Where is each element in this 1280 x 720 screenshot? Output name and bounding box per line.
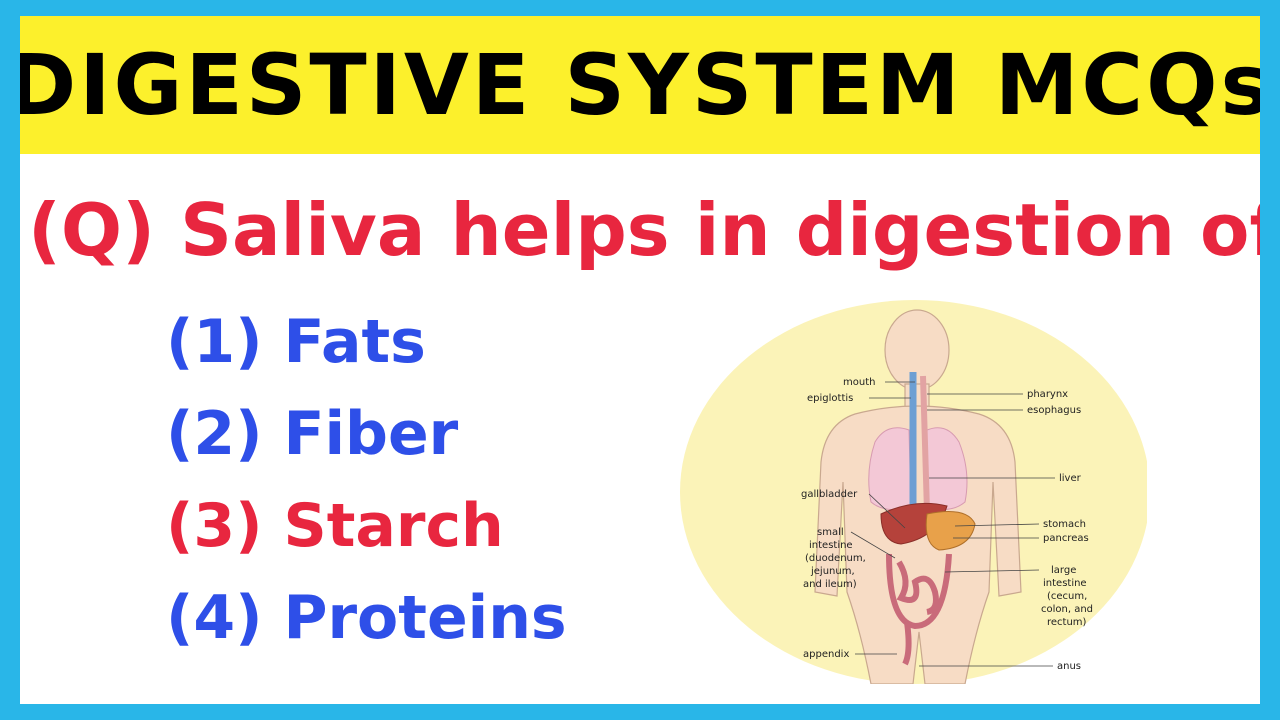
title-banner: DIGESTIVE SYSTEM MCQs [20, 16, 1260, 154]
digestive-system-illustration: mouth epiglottis gallbladder small intes… [680, 300, 1147, 684]
answer-options: (1) Fats (2) Fiber (3) Starch (4) Protei… [166, 304, 567, 672]
label-esophagus: esophagus [1027, 405, 1081, 416]
question-text: (Q) Saliva helps in digestion of? [28, 188, 1260, 272]
label-intestine-right: intestine [1043, 578, 1087, 589]
label-rectum: rectum) [1047, 617, 1087, 628]
body-silhouette [814, 309, 1022, 684]
label-cecum: (cecum, [1047, 591, 1087, 602]
label-stomach: stomach [1043, 519, 1086, 530]
intestines [886, 553, 952, 666]
option-2[interactable]: (2) Fiber [166, 399, 459, 469]
esophagus [920, 375, 930, 513]
stomach [925, 511, 976, 551]
label-appendix: appendix [803, 649, 849, 660]
thumbnail-frame: DIGESTIVE SYSTEM MCQs (Q) Saliva helps i… [20, 16, 1260, 704]
label-liver: liver [1059, 473, 1082, 484]
label-small: small [817, 527, 844, 538]
label-gallbladder: gallbladder [801, 489, 858, 500]
label-intestine-left: intestine [809, 540, 853, 551]
diagram-labels: mouth epiglottis gallbladder small intes… [801, 377, 1093, 672]
label-pharynx: pharynx [1027, 389, 1068, 400]
option-4[interactable]: (4) Proteins [166, 583, 567, 653]
lungs [868, 427, 968, 511]
label-large: large [1051, 565, 1076, 576]
label-anus: anus [1057, 661, 1081, 672]
digestive-system-diagram: mouth epiglottis gallbladder small intes… [675, 292, 1147, 684]
page-title: DIGESTIVE SYSTEM MCQs [20, 36, 1260, 134]
leader-lines [850, 381, 1055, 667]
label-ileum: and ileum) [803, 579, 857, 590]
label-epiglottis: epiglottis [807, 393, 853, 404]
label-colon: colon, and [1041, 604, 1093, 615]
label-pancreas: pancreas [1043, 533, 1089, 544]
label-jejunum: jejunum, [810, 566, 855, 577]
option-3-correct[interactable]: (3) Starch [166, 491, 504, 561]
label-duodenum: (duodenum, [805, 553, 866, 564]
label-mouth: mouth [843, 377, 875, 388]
option-1[interactable]: (1) Fats [166, 307, 426, 377]
